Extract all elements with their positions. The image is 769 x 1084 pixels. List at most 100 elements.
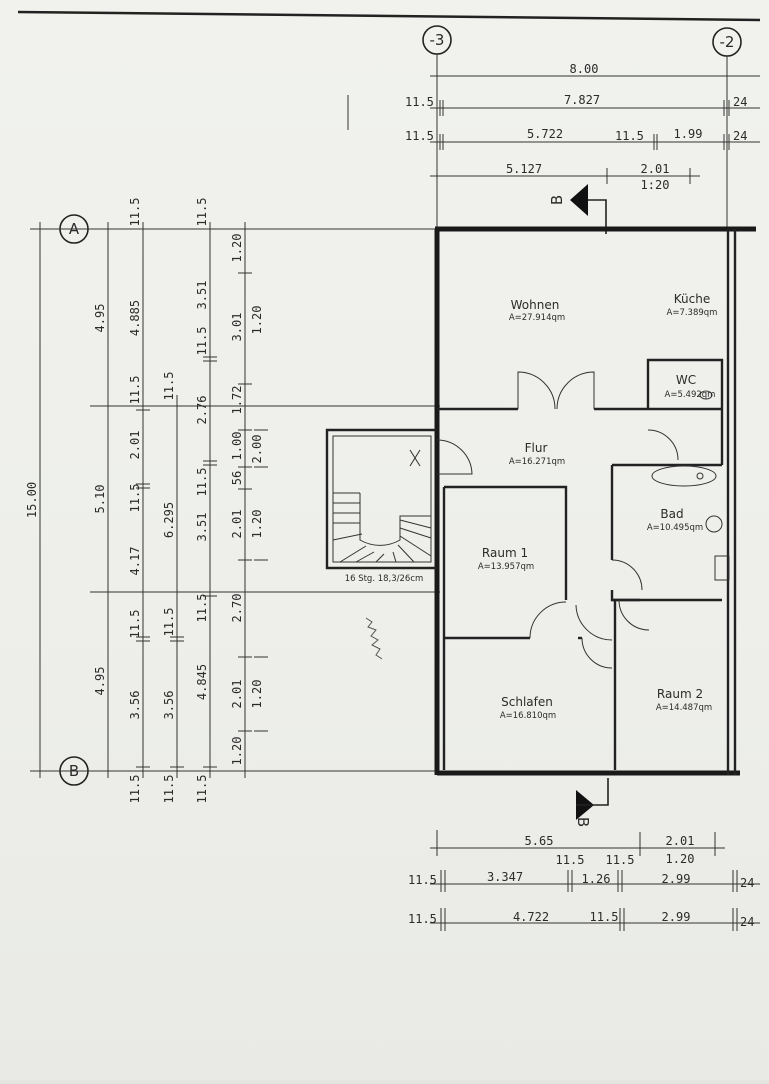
dim-left-c4-5: 11.5 <box>195 594 209 623</box>
dim-bottom-r1-opening-w: 2.01 <box>666 834 695 848</box>
dim-left-c4-0: 3.51 <box>195 281 209 310</box>
dim-left-c5-4: 56 <box>230 471 244 485</box>
dim-bottom-r3-left: 11.5 <box>408 873 437 887</box>
dim-left-total: 15.00 <box>25 482 39 518</box>
dim-left-c2-6: 3.56 <box>128 691 142 720</box>
dim-bottom-r3-right: 24 <box>740 876 754 890</box>
dim-left-c4-6: 4.845 <box>195 664 209 700</box>
dim-left-c5-3: 1.00 <box>230 432 244 461</box>
room-area-flur: A=16.271qm <box>509 457 565 467</box>
room-area-raum-2: A=14.487qm <box>656 703 712 713</box>
dim-left-c2-4: 4.17 <box>128 547 142 576</box>
dim-top-r3-left: 11.5 <box>405 129 434 143</box>
dim-top-r3-mid: 11.5 <box>615 129 644 143</box>
dim-left-c3-bottom: 11.5 <box>162 775 176 804</box>
dim-left-c4-top: 11.5 <box>195 198 209 227</box>
dim-top-r3-main: 5.722 <box>527 127 563 141</box>
sheet-top-border <box>17 10 761 22</box>
dim-top-r3-seg: 1.99 <box>674 127 703 141</box>
room-name-raum-2: Raum 2 <box>657 687 703 701</box>
dim-left-c2-2: 2.01 <box>128 431 142 460</box>
dim-left-c5-1: 3.01 <box>230 313 244 342</box>
dim-bottom-r4-a: 4.722 <box>513 910 549 924</box>
room-area-bad: A=10.495qm <box>647 523 703 533</box>
room-area-wc: A=5.492qm <box>665 390 716 400</box>
dim-top-r2-left: 11.5 <box>405 95 434 109</box>
left-dimension-chains: 15.00 4.95 5.10 4.95 11.5 4.885 11.5 2.0… <box>25 198 440 804</box>
dim-left-c6-2: 1.20 <box>250 510 264 539</box>
dim-left-c1-0: 4.95 <box>93 304 107 333</box>
dim-top-r2-main: 7.827 <box>564 93 600 107</box>
room-name-kueche: Küche <box>674 292 710 306</box>
dim-left-c2-0: 4.885 <box>128 300 142 336</box>
staircase <box>332 435 432 563</box>
dim-left-c5-8: 1.20 <box>230 737 244 766</box>
dim-left-c5-0: 1.20 <box>230 234 244 263</box>
section-marker-bottom: B <box>574 778 609 827</box>
dim-left-c3-1: 11.5 <box>162 608 176 637</box>
dim-left-c4-3: 11.5 <box>195 468 209 497</box>
dim-left-c3-top: 11.5 <box>162 372 176 401</box>
dim-bottom-r2-a: 11.5 <box>556 853 585 867</box>
room-name-wohnen: Wohnen <box>511 298 560 312</box>
top-dimension-chains: 8.00 11.5 7.827 24 11.5 5.722 11.5 1.99 … <box>347 62 760 192</box>
dim-top-r3-right: 24 <box>733 129 747 143</box>
dim-left-c6-0: 1.20 <box>250 306 264 335</box>
room-name-wc: WC <box>676 373 696 387</box>
dim-bottom-r4-right: 24 <box>740 915 754 929</box>
dim-left-c5-5: 2.01 <box>230 510 244 539</box>
room-area-raum-1: A=13.957qm <box>478 562 534 572</box>
dim-left-c5-7: 2.01 <box>230 680 244 709</box>
stairs-label: 16 Stg. 18,3/26cm <box>345 574 424 584</box>
dim-left-c2-1: 11.5 <box>128 376 142 405</box>
dim-left-c2-5: 11.5 <box>128 610 142 639</box>
dim-top-total: 8.00 <box>570 62 599 76</box>
dim-left-c5-6: 2.70 <box>230 594 244 623</box>
dim-top-r2-right: 24 <box>733 95 747 109</box>
dim-bottom-r3-a: 3.347 <box>487 870 523 884</box>
axis-marker-top-left: -3 <box>422 25 452 230</box>
dim-left-c2-bottom: 11.5 <box>128 775 142 804</box>
dim-left-c3-2: 3.56 <box>162 691 176 720</box>
dim-bottom-r2-b: 11.5 <box>606 853 635 867</box>
axis-label-top-right: -2 <box>720 33 735 51</box>
room-name-raum-1: Raum 1 <box>482 546 528 560</box>
section-marker-top: B <box>548 184 607 234</box>
building-walls <box>325 226 756 776</box>
dim-left-c6-1: 2.00 <box>250 435 264 464</box>
room-name-flur: Flur <box>525 441 548 455</box>
section-label-top: B <box>548 195 566 205</box>
dim-bottom-r1-main: 5.65 <box>525 834 554 848</box>
room-area-kueche: A=7.389qm <box>667 308 718 318</box>
dim-bottom-r1-opening-h: 1.20 <box>666 852 695 866</box>
doors <box>436 371 679 669</box>
dim-bottom-r4-c: 2.99 <box>662 910 691 924</box>
bottom-dimension-chains: 5.65 2.01 1.20 11.5 11.5 11.5 3.347 1.26… <box>408 830 760 931</box>
dim-left-c2-3: 11.5 <box>128 484 142 513</box>
bathroom-fixtures <box>651 390 730 581</box>
dim-bottom-r4-mid: 11.5 <box>590 910 619 924</box>
axis-label-top-left: -3 <box>430 31 445 49</box>
dim-top-r4-main: 5.127 <box>506 162 542 176</box>
dim-left-c5-2: 1.72 <box>230 386 244 415</box>
room-labels: Wohnen A=27.914qm Küche A=7.389qm WC A=5… <box>478 292 718 721</box>
dim-bottom-r4-left: 11.5 <box>408 912 437 926</box>
dim-top-r4-opening-w: 2.01 <box>641 162 670 176</box>
dim-left-c2-top: 11.5 <box>128 198 142 227</box>
room-name-bad: Bad <box>660 507 683 521</box>
dim-left-c6-3: 1.20 <box>250 680 264 709</box>
dim-left-c1-1: 5.10 <box>93 485 107 514</box>
dim-left-c4-bottom: 11.5 <box>195 775 209 804</box>
room-area-wohnen: A=27.914qm <box>509 313 565 323</box>
dim-left-c3-0: 6.295 <box>162 502 176 538</box>
dim-left-c4-1: 11.5 <box>195 327 209 356</box>
axis-marker-top-right: -2 <box>712 27 742 230</box>
dim-bottom-r3-c: 2.99 <box>662 872 691 886</box>
dim-bottom-r3-b: 1.26 <box>582 872 611 886</box>
dim-left-c1-2: 4.95 <box>93 667 107 696</box>
section-label-bottom: B <box>574 817 592 827</box>
room-name-schlafen: Schlafen <box>501 695 553 709</box>
room-area-schlafen: A=16.810qm <box>500 711 556 721</box>
